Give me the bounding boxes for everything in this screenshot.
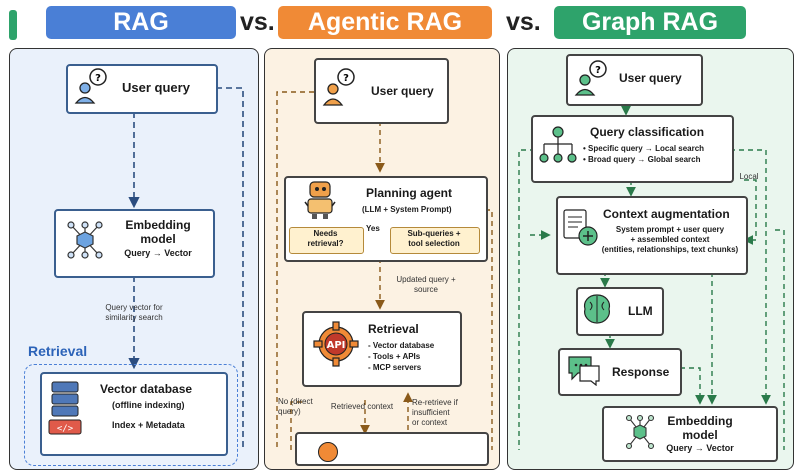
agentic-subqueries: Sub-queries + tool selection: [407, 229, 461, 248]
agentic-retrieval-title: Retrieval: [368, 322, 419, 336]
agentic-retrieval-item-2: - Tools + APIs: [368, 352, 421, 361]
embedding-network-icon: [625, 414, 655, 450]
agentic-retrieval-item-3: - MCP servers: [368, 363, 422, 372]
agentic-needs-retrieval-box: [289, 227, 364, 254]
agentic-retrieval-item-1: - Vector database: [368, 341, 435, 350]
graph-classification-item-2: • Broad query → Global search: [583, 155, 701, 164]
graph-classification-box: [531, 115, 734, 183]
agentic-yes-label: Yes: [366, 224, 380, 233]
vs-label-1: vs.: [240, 8, 275, 36]
robot-agent-icon: [304, 181, 336, 219]
rag-retrieval-label: Retrieval: [28, 343, 88, 359]
agentic-updated-note: Updated query + source: [396, 275, 456, 294]
rag-vector-db-title: Vector database: [100, 382, 193, 396]
graph-embedding-sub: Query → Vector: [666, 443, 734, 453]
graph-title-banner: Graph RAG: [554, 6, 746, 39]
graph-classification-item-1: • Specific query → Local search: [583, 144, 705, 153]
graph-context-title: Context augmentation: [603, 207, 730, 221]
user-question-icon: ?: [74, 68, 107, 104]
rag-embedding-title: Embedding model: [125, 218, 191, 246]
rag-vector-db-sub2: Index + Metadata: [112, 420, 185, 430]
agentic-user-query-label: User query: [371, 84, 434, 98]
rag-vector-db-sub: (offline indexing): [112, 400, 185, 410]
rag-user-query-label: User query: [122, 80, 190, 95]
agentic-reretrieve-note: Re-retrieve if insufficient or context: [412, 398, 458, 427]
graph-embedding-title: Embedding model: [667, 414, 733, 442]
api-gear-icon: API: [313, 321, 359, 367]
svg-text:?: ?: [343, 73, 349, 84]
agentic-planning-sub: (LLM + System Prompt): [362, 205, 452, 214]
chat-response-icon: [568, 356, 600, 386]
agentic-no-direct-note: No (direct query): [278, 397, 313, 416]
agentic-next-step-icon: [318, 442, 338, 462]
vs-label-2: vs.: [506, 8, 541, 36]
agentic-title-banner: Agentic RAG: [278, 6, 492, 39]
brain-icon: [583, 294, 611, 324]
agentic-subqueries-box: [390, 227, 480, 254]
document-add-icon: [563, 209, 598, 246]
svg-text:</>: </>: [57, 424, 74, 434]
user-question-icon: ?: [574, 60, 607, 96]
graph-classification-title: Query classification: [590, 125, 705, 139]
hierarchy-tree-icon: [539, 126, 577, 163]
graph-user-query-label: User query: [619, 71, 682, 85]
agentic-retrieved-context-note: Retrieved context: [330, 402, 394, 411]
graph-response-label: Response: [612, 365, 670, 379]
left-accent-bar: [9, 10, 17, 40]
svg-text:?: ?: [595, 65, 601, 76]
rag-edge-note: Query vector for similarity search: [105, 303, 163, 322]
embedding-network-icon: [67, 221, 103, 259]
database-server-icon: </>: [48, 381, 82, 435]
user-question-icon: ?: [322, 68, 355, 106]
rag-title-banner: RAG: [46, 6, 236, 39]
agentic-planning-title: Planning agent: [366, 186, 453, 200]
agentic-needs-retrieval: Needs retrieval?: [307, 229, 344, 248]
rag-embedding-sub: Query → Vector: [124, 248, 192, 258]
graph-llm-label: LLM: [628, 304, 653, 318]
svg-text:API: API: [327, 340, 346, 351]
graph-local-label: Local: [739, 172, 759, 181]
svg-text:?: ?: [95, 73, 101, 84]
graph-context-sub: System prompt + user query + assembled c…: [601, 225, 739, 254]
